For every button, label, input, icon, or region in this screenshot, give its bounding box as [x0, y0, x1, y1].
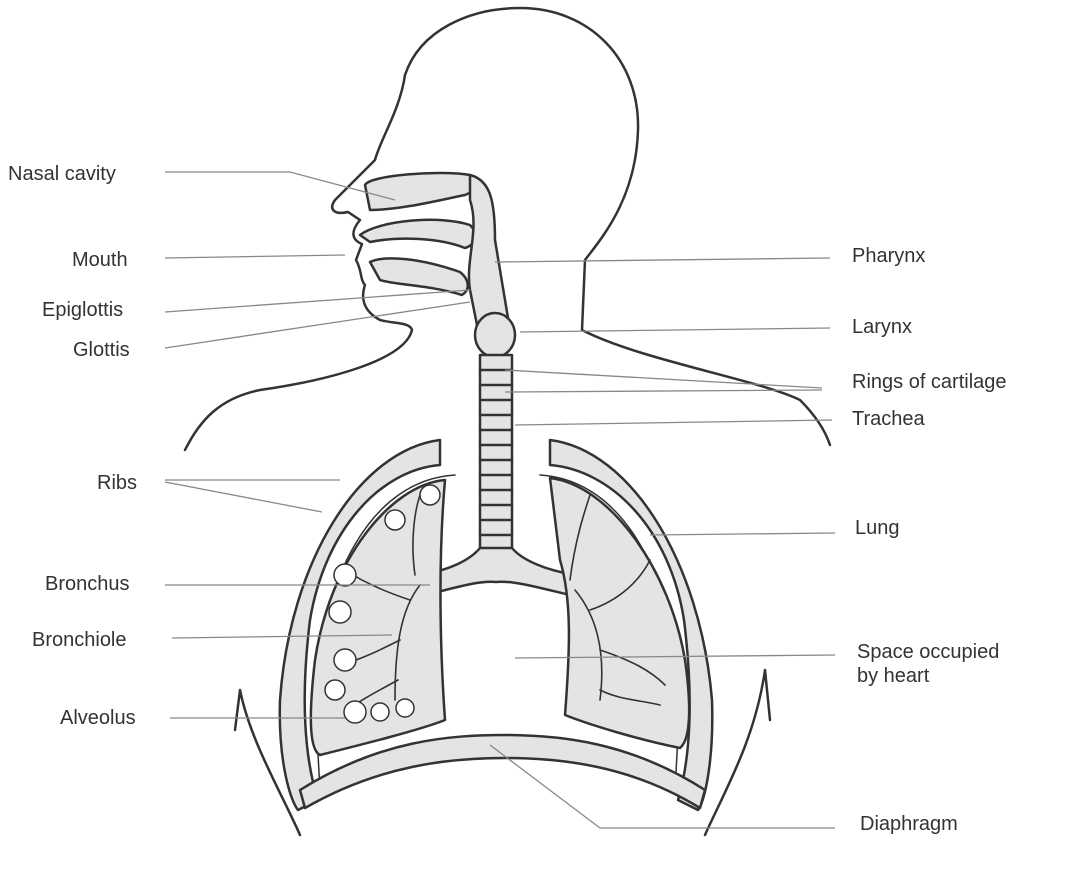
pharynx-shape	[467, 173, 512, 332]
label-mouth: Mouth	[72, 249, 128, 271]
abdomen-left	[233, 688, 302, 837]
label-glottis: Glottis	[73, 339, 130, 361]
bronchiole-tree-right	[569, 494, 666, 706]
label-nasal-cavity: Nasal cavity	[8, 163, 116, 185]
tongue	[368, 257, 469, 297]
label-ribs: Ribs	[97, 472, 138, 494]
label-bronchus: Bronchus	[45, 573, 130, 595]
head-outline	[403, 6, 832, 447]
cartilage-rings	[478, 368, 514, 537]
larynx-shape	[473, 311, 517, 359]
trachea-shape	[478, 353, 514, 552]
palate	[358, 218, 477, 250]
leader-lines	[164, 171, 836, 829]
label-lung: Lung	[855, 517, 900, 539]
nasal-cavity-shape	[363, 171, 478, 212]
label-rings-of-cartilage: Rings of cartilage	[852, 371, 1007, 393]
label-bronchiole: Bronchiole	[32, 629, 127, 651]
label-alveolus: Alveolus	[60, 707, 136, 729]
label-space-line-1: Space occupied	[857, 641, 1000, 663]
label-larynx: Larynx	[852, 316, 913, 338]
label-epiglottis: Epiglottis	[42, 299, 124, 321]
face-profile	[183, 73, 414, 452]
label-diaphragm: Diaphragm	[860, 813, 958, 835]
right-lung	[548, 476, 691, 750]
diaphragm-shape	[298, 733, 707, 810]
label-pharynx: Pharynx	[852, 245, 926, 267]
label-space-occupied-by-heart: Space occupied by heart	[857, 640, 999, 688]
ribcage-right	[548, 438, 714, 812]
bronchi-shape	[418, 546, 577, 597]
label-space-line-2: by heart	[857, 665, 930, 687]
abdomen-right	[703, 668, 772, 837]
alveoli	[324, 484, 441, 724]
label-trachea: Trachea	[852, 408, 925, 430]
